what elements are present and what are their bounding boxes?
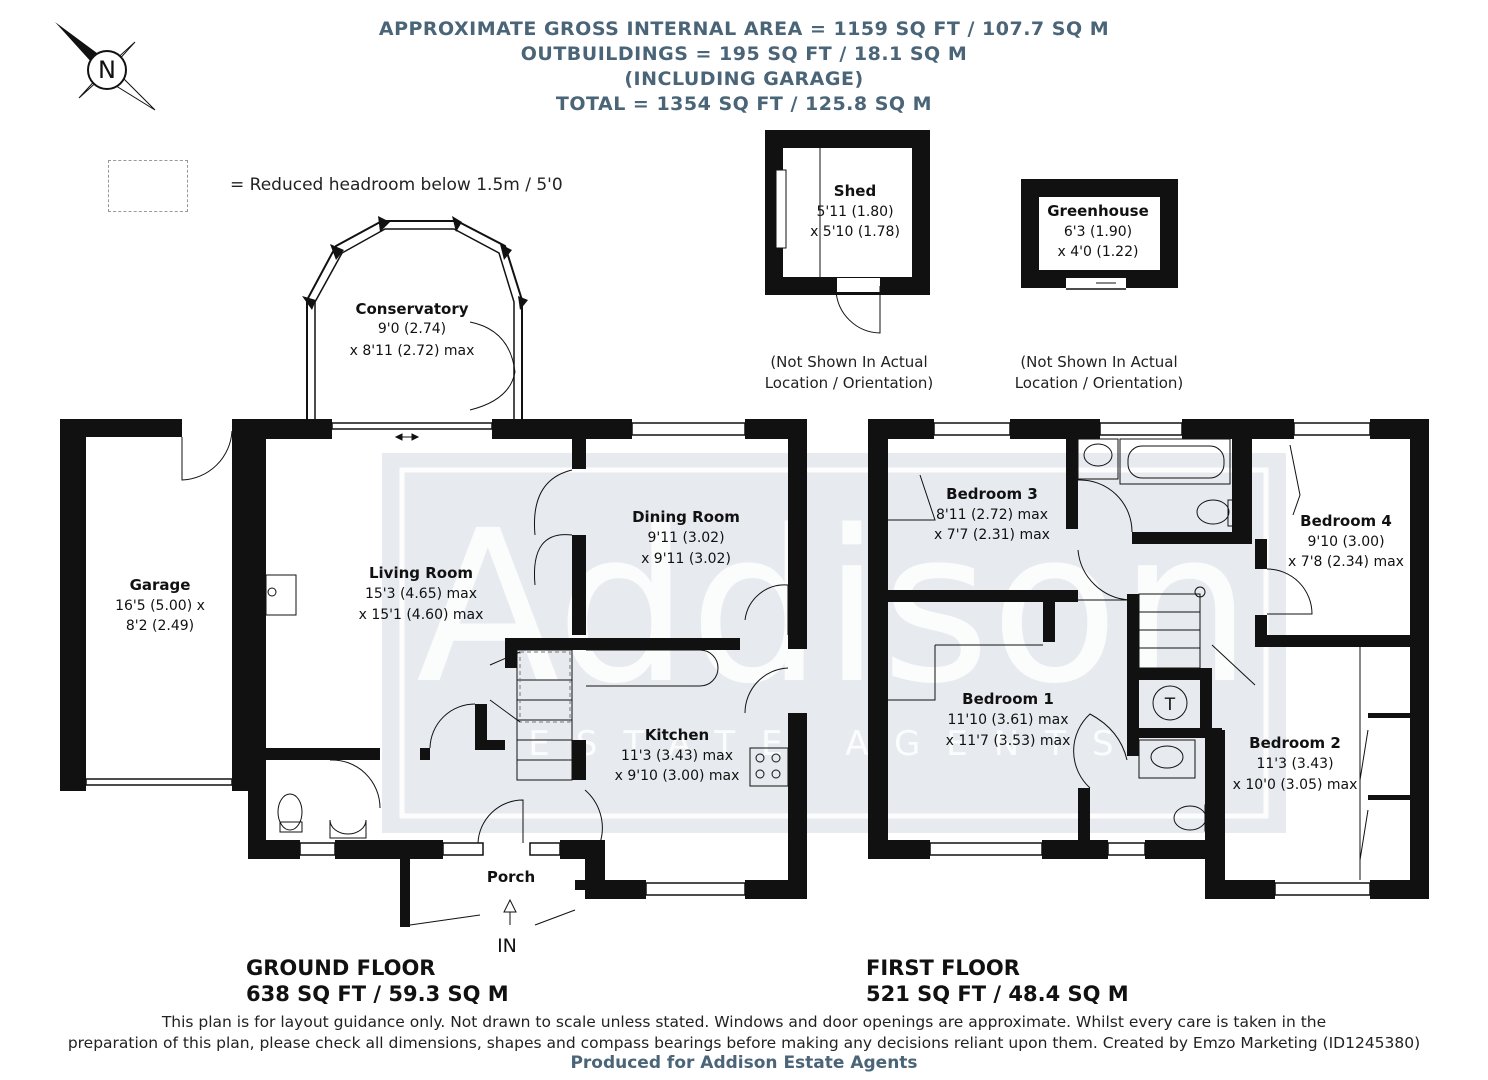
bedroom3-name: Bedroom 3 — [946, 485, 1038, 503]
greenhouse-location-note: (Not Shown In Actual Location / Orientat… — [999, 352, 1199, 394]
kitchen-name: Kitchen — [645, 726, 709, 744]
disclaimer: This plan is for layout guidance only. N… — [0, 1012, 1488, 1054]
compass-icon: N — [55, 22, 156, 111]
porch-name: Porch — [487, 868, 535, 886]
ground-floor-area: 638 SQ FT / 59.3 SQ M — [246, 982, 509, 1006]
including-garage-line: (INCLUDING GARAGE) — [624, 68, 864, 90]
dining-room-dim1: 9'11 (3.02) — [647, 530, 724, 546]
reduced-headroom-legend-text: = Reduced headroom below 1.5m / 5'0 — [230, 175, 563, 195]
toilet-icon — [1173, 805, 1207, 831]
shed-location-note: (Not Shown In Actual Location / Orientat… — [749, 352, 949, 394]
shed-outline — [765, 130, 930, 334]
bedroom4-name: Bedroom 4 — [1300, 512, 1392, 530]
total-area-line: TOTAL = 1354 SQ FT / 125.8 SQ M — [555, 93, 933, 115]
gross-area-line: APPROXIMATE GROSS INTERNAL AREA = 1159 S… — [378, 18, 1110, 40]
toilet-icon — [277, 793, 303, 831]
watermark-subtitle: ESTATE AGENTS — [528, 724, 1139, 764]
disclaimer-line2: preparation of this plan, please check a… — [67, 1034, 1421, 1052]
living-room-name: Living Room — [369, 564, 473, 582]
ground-floor-walls — [60, 419, 807, 927]
reduced-headroom-legend-swatch — [108, 160, 188, 212]
kitchen-dim2: x 9'10 (3.00) max — [615, 768, 740, 784]
garage-dim1: 16'5 (5.00) x — [115, 598, 205, 614]
greenhouse-note-line2: Location / Orientation) — [1014, 374, 1184, 392]
ground-floor-caption: GROUND FLOOR 638 SQ FT / 59.3 SQ M — [246, 955, 509, 1007]
kitchen-dim1: 11'3 (3.43) max — [621, 748, 733, 764]
ground-floor-title: GROUND FLOOR — [246, 956, 436, 980]
conservatory-name: Conservatory — [355, 300, 468, 318]
basin-icon — [1138, 739, 1196, 779]
dining-room-name: Dining Room — [632, 508, 740, 526]
greenhouse-outline — [1021, 179, 1178, 290]
conservatory-dim2: x 8'11 (2.72) max — [350, 343, 475, 359]
airing-cupboard-icon — [1152, 685, 1188, 721]
outbuildings-area-line: OUTBUILDINGS = 195 SQ FT / 18.1 SQ M — [520, 43, 968, 65]
bedroom4-dim1: 9'10 (3.00) — [1307, 534, 1384, 550]
bedroom1-dim2: x 11'7 (3.53) max — [946, 733, 1071, 749]
bedroom2-name: Bedroom 2 — [1249, 734, 1341, 752]
room-labels: Conservatory 9'0 (2.74) x 8'11 (2.72) ma… — [115, 182, 1404, 957]
shed-note-line2: Location / Orientation) — [764, 374, 934, 392]
first-floor-fixtures — [888, 438, 1369, 880]
garage-dim2: 8'2 (2.49) — [126, 618, 194, 634]
entrance-label: IN — [497, 935, 517, 957]
ground-floor-windows — [85, 422, 746, 896]
first-floor-area: 521 SQ FT / 48.4 SQ M — [866, 982, 1129, 1006]
fireplace-icon — [265, 574, 297, 616]
greenhouse-dim2: x 4'0 (1.22) — [1058, 244, 1139, 260]
bedroom2-dim2: x 10'0 (3.05) max — [1233, 777, 1358, 793]
ground-floor-stairs — [489, 649, 719, 781]
shed-dim2: x 5'10 (1.78) — [810, 224, 900, 240]
conservatory-dim1: 9'0 (2.74) — [378, 321, 446, 337]
shed-dim1: 5'11 (1.80) — [816, 204, 893, 220]
ground-floor-doors — [181, 430, 789, 926]
first-floor-title: FIRST FLOOR — [866, 956, 1020, 980]
disclaimer-line1: This plan is for layout guidance only. N… — [161, 1013, 1327, 1031]
dining-room-dim2: x 9'11 (3.02) — [641, 551, 731, 567]
shed-name: Shed — [834, 182, 876, 200]
basin-icon — [1077, 438, 1119, 480]
bedroom2-dim1: 11'3 (3.43) — [1256, 756, 1333, 772]
bedroom4-dim2: x 7'8 (2.34) max — [1288, 554, 1404, 570]
shed-note-line1: (Not Shown In Actual — [770, 353, 928, 371]
airing-cupboard-label: T — [1164, 695, 1176, 715]
greenhouse-dim1: 6'3 (1.90) — [1064, 224, 1132, 240]
conservatory-outline — [302, 216, 528, 419]
ground-floor-fixtures — [265, 433, 789, 925]
greenhouse-name: Greenhouse — [1047, 202, 1149, 220]
compass-north-letter: N — [98, 56, 116, 84]
first-floor-windows — [929, 422, 1371, 896]
sink-icon — [329, 819, 367, 839]
garage-name: Garage — [130, 576, 191, 594]
produced-by: Produced for Addison Estate Agents — [570, 1053, 918, 1073]
first-floor-caption: FIRST FLOOR 521 SQ FT / 48.4 SQ M — [866, 955, 1129, 1007]
greenhouse-note-line1: (Not Shown In Actual — [1020, 353, 1178, 371]
bath-icon — [1119, 438, 1231, 485]
bedroom1-name: Bedroom 1 — [962, 690, 1054, 708]
hob-icon — [749, 747, 789, 787]
toilet-icon — [1196, 499, 1230, 525]
watermark-word: Addison — [416, 485, 1252, 730]
living-room-dim1: 15'3 (4.65) max — [365, 586, 477, 602]
bedroom3-dim1: 8'11 (2.72) max — [936, 507, 1048, 523]
living-room-dim2: x 15'1 (4.60) max — [359, 607, 484, 623]
bedroom1-dim1: 11'10 (3.61) max — [948, 712, 1069, 728]
bedroom3-dim2: x 7'7 (2.31) max — [934, 527, 1050, 543]
